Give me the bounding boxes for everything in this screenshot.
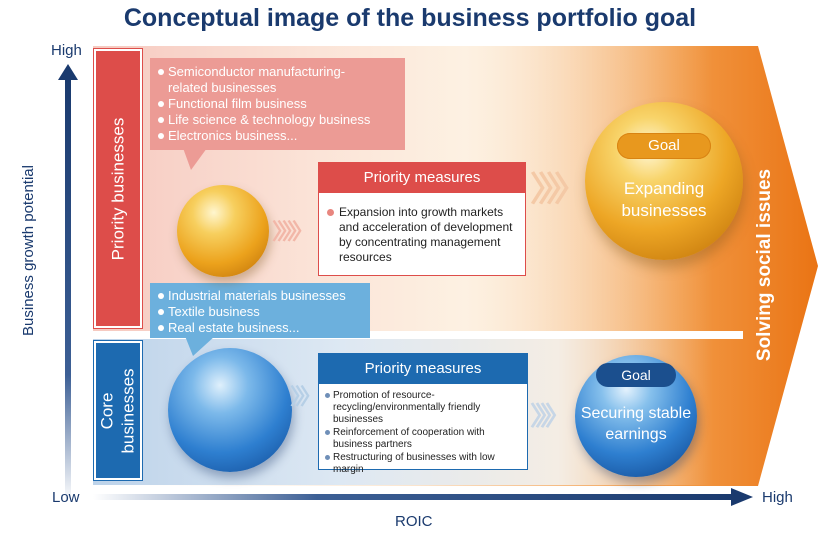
expanding-businesses-goal-sphere [585, 102, 743, 260]
diagram-title: Conceptual image of the business portfol… [123, 4, 697, 32]
y-axis-label: Business growth potential [19, 164, 37, 336]
core-measures-title: Priority measures [319, 354, 527, 384]
priority-measures-box: Priority measures Expansion into growth … [318, 162, 526, 276]
measure-item: Promotion of resource-recycling/environm… [325, 390, 523, 426]
priority-measures-title: Priority measures [319, 163, 525, 193]
callout-item: Textile business [158, 304, 370, 320]
core-businesses-callout: Industrial materials businesses Textile … [150, 283, 370, 338]
measure-item: Restructuring of businesses with low mar… [325, 452, 523, 476]
chevron-arrows-icon: 〉〉〉〉 [530, 171, 588, 209]
priority-businesses-label: Priority businesses [108, 117, 128, 260]
priority-businesses-label-box: Priority businesses [94, 49, 142, 328]
measure-item: Reinforcement of cooperation with busine… [325, 427, 523, 451]
core-business-sphere [168, 348, 292, 472]
priority-callout-tail [183, 148, 207, 170]
priority-measures-text: Expansion into growth markets and accele… [339, 205, 513, 264]
solving-social-issues-label: Solving social issues [754, 168, 776, 362]
core-businesses-label: Core businesses [98, 367, 139, 454]
bullet-icon [327, 209, 334, 216]
x-axis-low-label: Low [52, 489, 80, 506]
priority-businesses-callout: Semiconductor manufacturing-related busi… [150, 58, 405, 150]
goal-badge: Goal [596, 363, 676, 387]
securing-stable-earnings-caption: Securing stable earnings [580, 405, 692, 443]
expanding-businesses-caption: Expanding businesses [621, 179, 707, 220]
chevron-arrows-icon: 〉〉〉〉〉 [272, 219, 314, 244]
callout-item: Life science & technology business [158, 112, 405, 128]
core-measures-box: Priority measures Promotion of resource-… [318, 353, 528, 475]
callout-item: Semiconductor manufacturing-related busi… [158, 64, 368, 96]
chevron-arrows-icon: 〉〉〉 [290, 384, 322, 409]
callout-item: Electronics business... [158, 128, 405, 144]
core-businesses-label-box: Core businesses [94, 341, 142, 480]
y-axis-high-label: High [51, 42, 82, 59]
x-axis-arrow [93, 488, 753, 506]
chevron-arrows-icon: 〉〉〉〉 [530, 401, 571, 431]
x-axis-high-label: High [762, 489, 793, 506]
y-axis-arrow [58, 64, 78, 502]
callout-item: Industrial materials businesses [158, 288, 370, 304]
callout-item: Functional film business [158, 96, 405, 112]
goal-badge: Goal [617, 133, 711, 159]
panel-divider [93, 331, 743, 339]
callout-item: Real estate business... [158, 320, 370, 336]
priority-business-sphere [177, 185, 269, 277]
x-axis-label: ROIC [395, 513, 433, 530]
